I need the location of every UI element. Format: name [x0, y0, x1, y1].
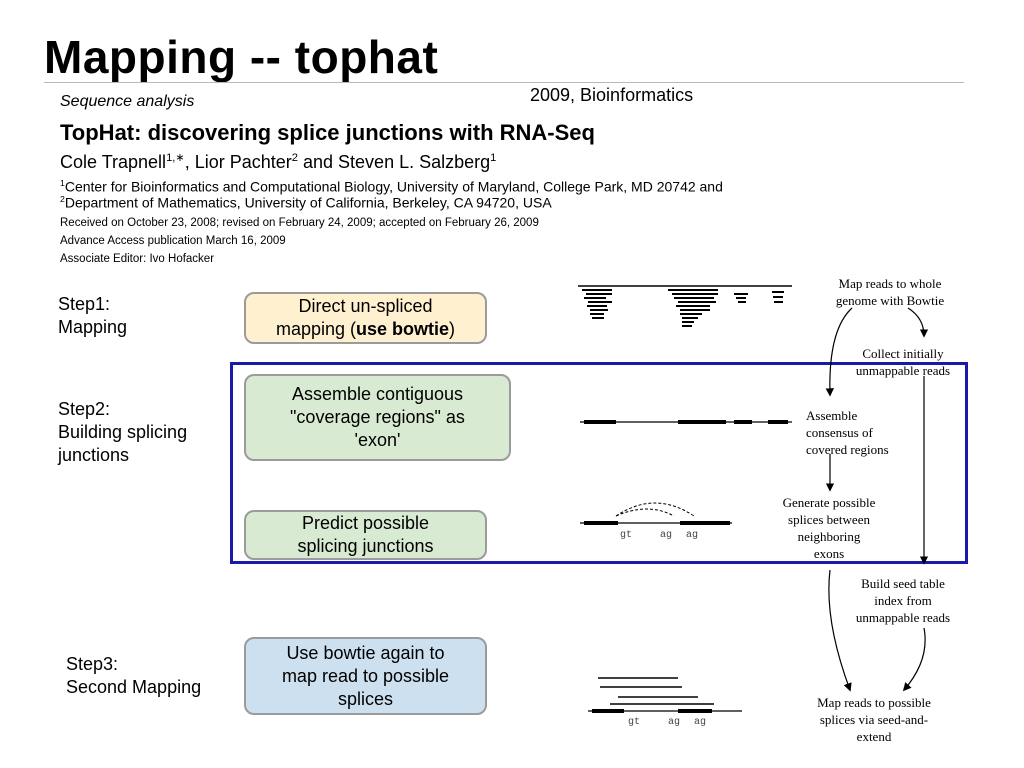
read-pileup [582, 289, 612, 319]
step-label-line: junctions [58, 445, 130, 465]
consensus-line [580, 420, 792, 424]
box-line: Direct un-spliced [298, 296, 433, 316]
paper-authors: Cole Trapnell1,∗, Lior Pachter2 and Stev… [60, 151, 496, 173]
splice-candidates: gt ag ag [580, 502, 732, 541]
author-superscript: 1 [490, 152, 497, 164]
step-label-line: Step1: [58, 294, 111, 314]
donor-site-label: gt [628, 717, 640, 728]
step-label-line: Building splicing [58, 422, 188, 442]
box-line: Assemble contiguous [291, 384, 464, 404]
affiliation-superscript: 1 [60, 178, 65, 188]
arrow [825, 307, 853, 397]
associate-editor: Associate Editor: Ivo Hofacker [60, 253, 215, 265]
author-name: , Lior Pachter [184, 152, 292, 172]
affiliation-text: Center for Bioinformatics and Computatio… [64, 178, 723, 195]
read-pileup [668, 289, 718, 327]
flow-map-whole: Map reads to whole genome with Bowtie [835, 276, 945, 308]
publication-note: 2009, Bioinformatics [530, 85, 694, 105]
affiliation-superscript: 2 [60, 194, 65, 204]
step-label-line: Step3: [66, 654, 119, 674]
arrow [828, 569, 852, 692]
advance-access: Advance Access publication March 16, 200… [60, 235, 286, 247]
read-pileup [772, 291, 784, 303]
mapped-spliced-reads: gt ag ag [588, 677, 742, 728]
box-line: Use bowtie again to [286, 642, 445, 663]
step2-highlight-frame [230, 362, 968, 564]
box-line: Predict possible [301, 513, 430, 533]
author-superscript: 1,∗ [166, 152, 185, 164]
affiliation-text: Department of Mathematics, University of… [64, 194, 552, 211]
step-label-line: Step2: [58, 399, 111, 419]
assemble-box: Assemble contiguous "coverage regions" a… [244, 374, 511, 461]
reads-diagram: gt ag ag gt ag ag [578, 285, 792, 728]
flow-map-splices: Map reads to possible splices via seed-a… [817, 695, 931, 744]
author-name: and Steven L. Salzberg [298, 152, 491, 172]
acceptor-site-label: ag [694, 717, 706, 728]
affiliation-2: 2Department of Mathematics, University o… [60, 194, 552, 211]
acceptor-site-label: ag [686, 530, 698, 541]
flow-collect: Collect initially unmappable reads [855, 346, 951, 378]
flow-build: Build seed table index from unmappable r… [855, 576, 951, 625]
box-line: splices [337, 688, 393, 709]
direct-mapping-box: Direct un-spliced mapping (use bowtie) [244, 292, 487, 344]
acceptor-site-label: ag [668, 717, 680, 728]
donor-site-label: gt [620, 530, 632, 541]
second-mapping-box: Use bowtie again to map read to possible… [244, 637, 487, 715]
paper-section: Sequence analysis [60, 93, 195, 110]
flowchart-arrows [825, 307, 929, 692]
step1-label: Step1: Mapping [58, 293, 127, 339]
affiliation-1: 1Center for Bioinformatics and Computati… [60, 178, 723, 195]
author-name: Cole Trapnell [60, 152, 167, 172]
step3-label: Step3: Second Mapping [66, 653, 201, 699]
read-pileup [734, 293, 748, 303]
predict-box: Predict possible splicing junctions [244, 510, 487, 560]
flow-generate: Generate possible splices between neighb… [782, 495, 876, 561]
box-line: mapping (use bowtie) [275, 319, 456, 339]
box-line: "coverage regions" as [290, 407, 465, 427]
step-label-line: Mapping [58, 317, 128, 337]
flow-assemble: Assemble consensus of covered regions [806, 408, 889, 457]
step-label-line: Second Mapping [66, 677, 202, 697]
box-line: map read to possible [281, 665, 450, 686]
slide-title: Mapping -- tophat [44, 31, 439, 83]
arrow [902, 627, 926, 692]
box-line: splicing junctions [297, 536, 434, 556]
title-divider [44, 82, 964, 83]
author-superscript: 2 [291, 152, 298, 164]
box-line: 'exon' [354, 430, 401, 450]
acceptor-site-label: ag [660, 530, 672, 541]
paper-title: TopHat: discovering splice junctions wit… [60, 120, 595, 145]
step2-label: Step2: Building splicing junctions [58, 398, 187, 467]
received-dates: Received on October 23, 2008; revised on… [60, 217, 539, 229]
arrow [907, 307, 929, 338]
